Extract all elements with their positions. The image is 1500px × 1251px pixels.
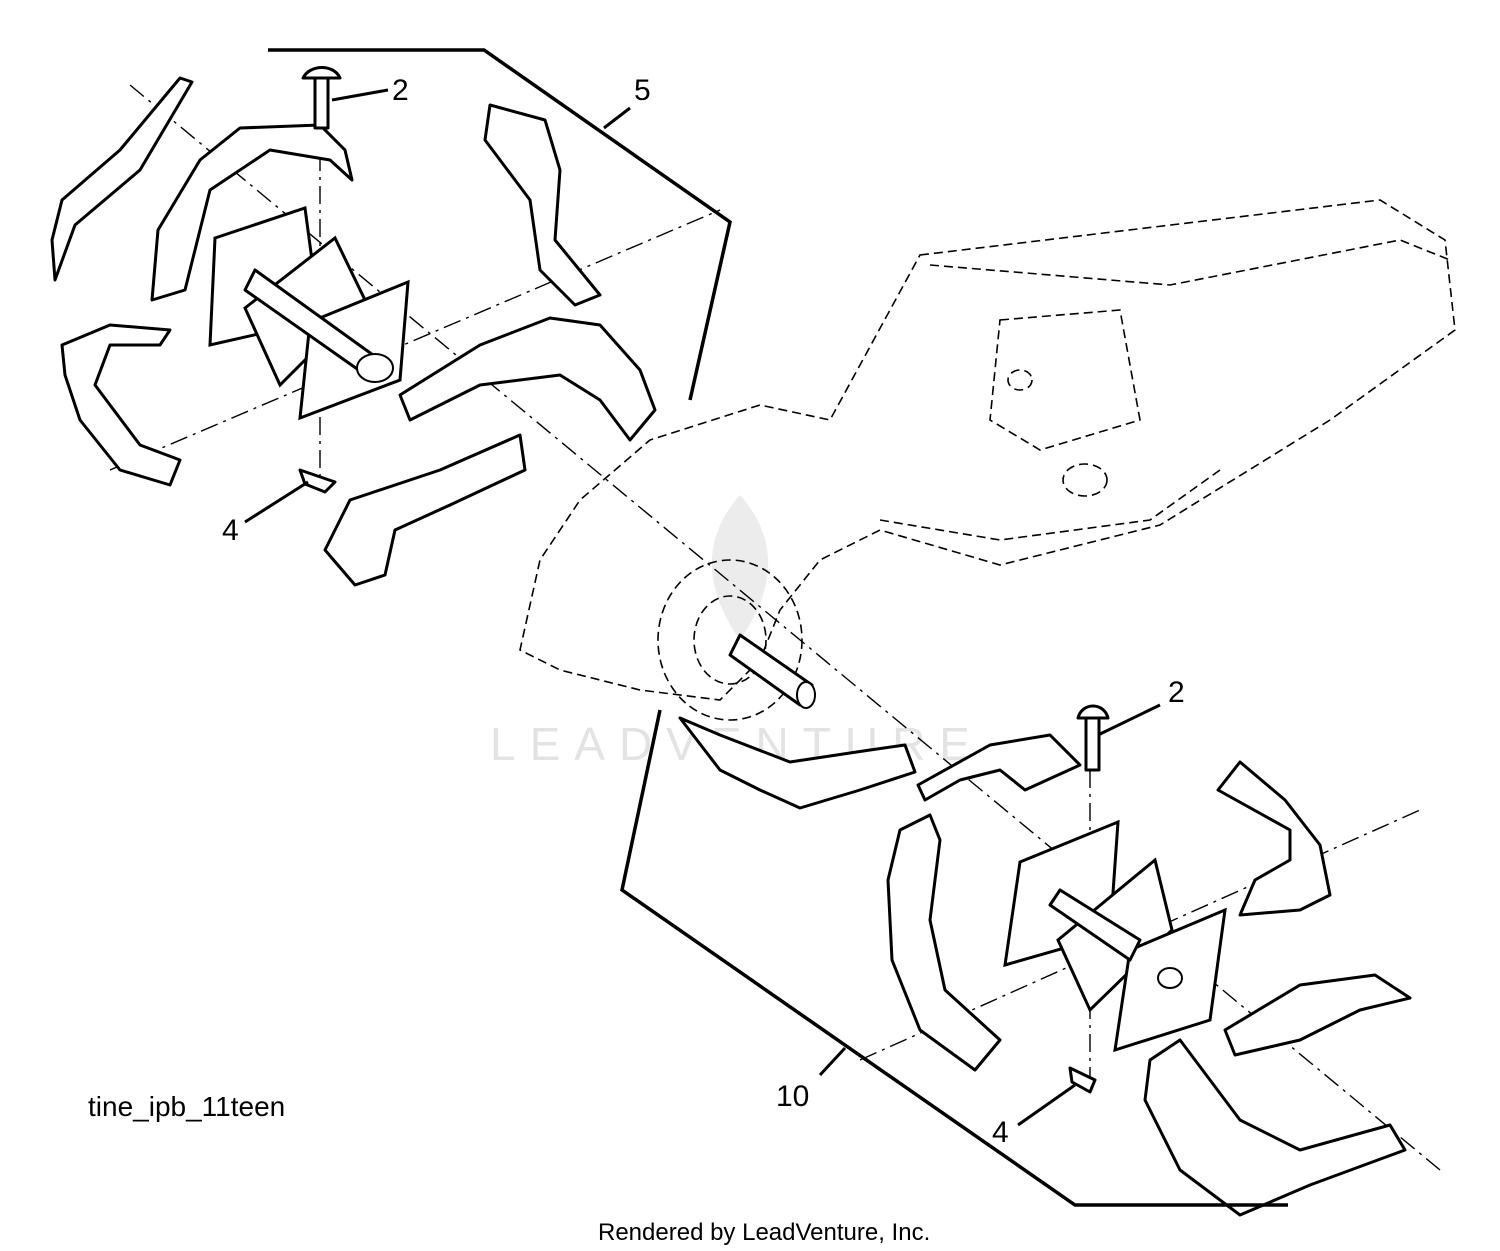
diagram-caption: tine_ipb_11teen	[88, 1091, 285, 1122]
tine	[150, 123, 354, 302]
tine	[50, 76, 194, 282]
tine	[916, 733, 1082, 802]
shaft	[1048, 888, 1142, 962]
callout-upper-assembly: 5	[634, 74, 651, 107]
tine	[1223, 973, 1412, 1057]
watermark-flame-icon	[711, 495, 769, 640]
tine	[60, 323, 182, 487]
tine	[886, 813, 1002, 1072]
lower-tine-assembly	[678, 704, 1412, 1217]
upper-assembly-bracket	[268, 48, 732, 401]
clevis-pin	[301, 66, 342, 130]
callout-lower-pin: 2	[1168, 676, 1185, 709]
upper-tine-assembly	[50, 66, 657, 587]
footer-credit: Rendered by LeadVenture, Inc.	[598, 1219, 930, 1246]
hairpin-clip	[298, 468, 337, 494]
lower-assembly-bracket	[620, 709, 1288, 1207]
tine	[323, 433, 527, 587]
callouts: 2 5 4 2 10 4	[222, 74, 1185, 1149]
hairpin-clip	[1068, 1066, 1097, 1094]
tine	[483, 103, 602, 307]
callout-upper-pin: 2	[392, 74, 409, 107]
callout-lower-assembly: 10	[776, 1080, 809, 1113]
clevis-pin	[1076, 704, 1110, 772]
watermark: LEADVENTURE	[490, 495, 970, 770]
callout-lower-clip: 4	[992, 1116, 1009, 1149]
callout-upper-clip: 4	[222, 514, 239, 547]
tiller-housing	[519, 199, 1456, 721]
tine	[678, 716, 917, 810]
tine	[1143, 1038, 1407, 1217]
assembly-brackets	[268, 48, 1288, 1207]
tine	[1216, 760, 1332, 917]
tine	[398, 316, 657, 442]
leader-lines	[244, 88, 1161, 1127]
